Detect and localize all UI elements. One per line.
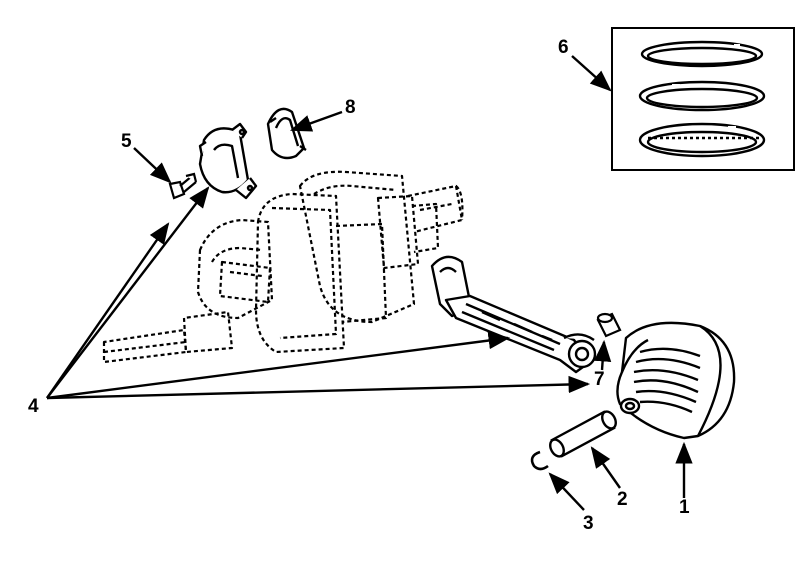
crankshaft-drawing [102, 170, 464, 364]
leader-4-to-cap [46, 186, 210, 399]
leader-6 [571, 55, 612, 92]
bearing-cap-part [198, 122, 258, 200]
callout-1: 1 [679, 497, 690, 518]
leader-4-to-bushing [46, 375, 591, 400]
callout-7: 7 [594, 369, 605, 390]
leader-5 [133, 147, 172, 184]
piston-part [616, 321, 736, 440]
retaining-ring-part [530, 450, 549, 471]
leader-2 [590, 446, 621, 489]
rod-bushing-part [596, 312, 622, 338]
leader-4-to-rod [46, 331, 511, 400]
leader-8 [289, 110, 343, 132]
callout-8: 8 [345, 97, 356, 118]
leader-4-to-bolt [46, 222, 170, 399]
callout-2: 2 [617, 489, 628, 510]
wrist-pin-part [549, 410, 617, 458]
callout-6: 6 [558, 37, 569, 58]
callout-3: 3 [583, 513, 594, 534]
piston-ring-set-box [611, 27, 795, 171]
cap-bolt-part [168, 172, 198, 200]
leader-3 [548, 472, 585, 511]
leader-lines [46, 55, 693, 511]
callout-4: 4 [28, 396, 39, 417]
bearing-shell-part [266, 107, 307, 160]
leader-7 [593, 339, 612, 371]
connecting-rod-part [430, 255, 597, 374]
callout-5: 5 [121, 131, 132, 152]
